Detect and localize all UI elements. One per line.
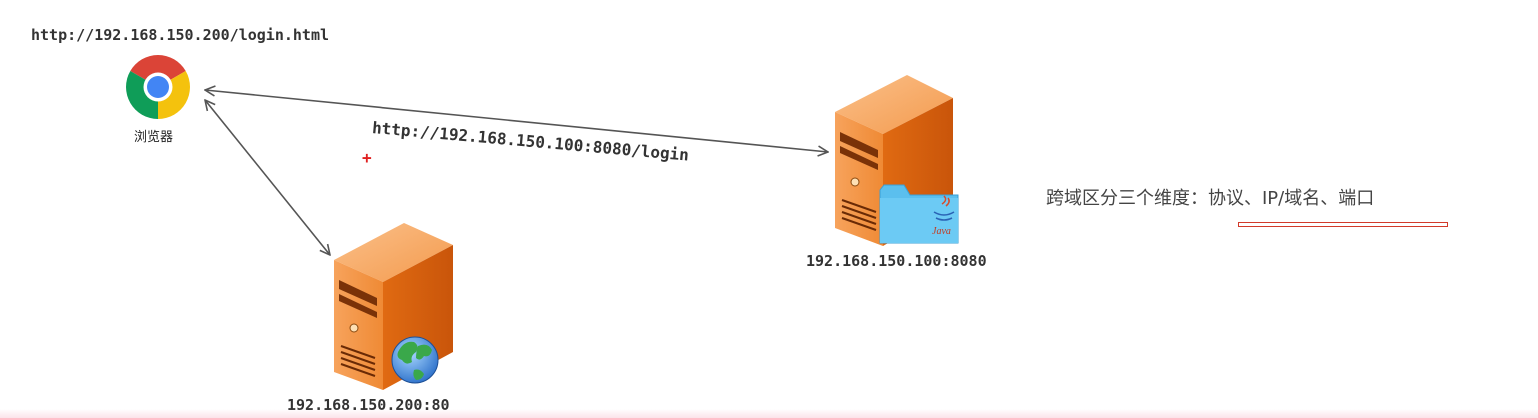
server-8080-label: 192.168.150.100:8080 (806, 252, 987, 270)
browser-label: 浏览器 (134, 130, 174, 145)
cross-origin-note: 跨域区分三个维度：协议、IP/域名、端口 (1046, 188, 1375, 209)
chrome-icon (126, 55, 190, 119)
bottom-band (0, 409, 1538, 418)
note-underline (1238, 222, 1448, 227)
java-badge-text: Java (932, 226, 951, 237)
origin-arrow (205, 100, 330, 255)
globe-icon (391, 336, 439, 384)
java-folder-icon (879, 184, 959, 244)
browser-url: http://192.168.150.200/login.html (31, 26, 330, 44)
cursor-crosshair: + (362, 148, 372, 167)
